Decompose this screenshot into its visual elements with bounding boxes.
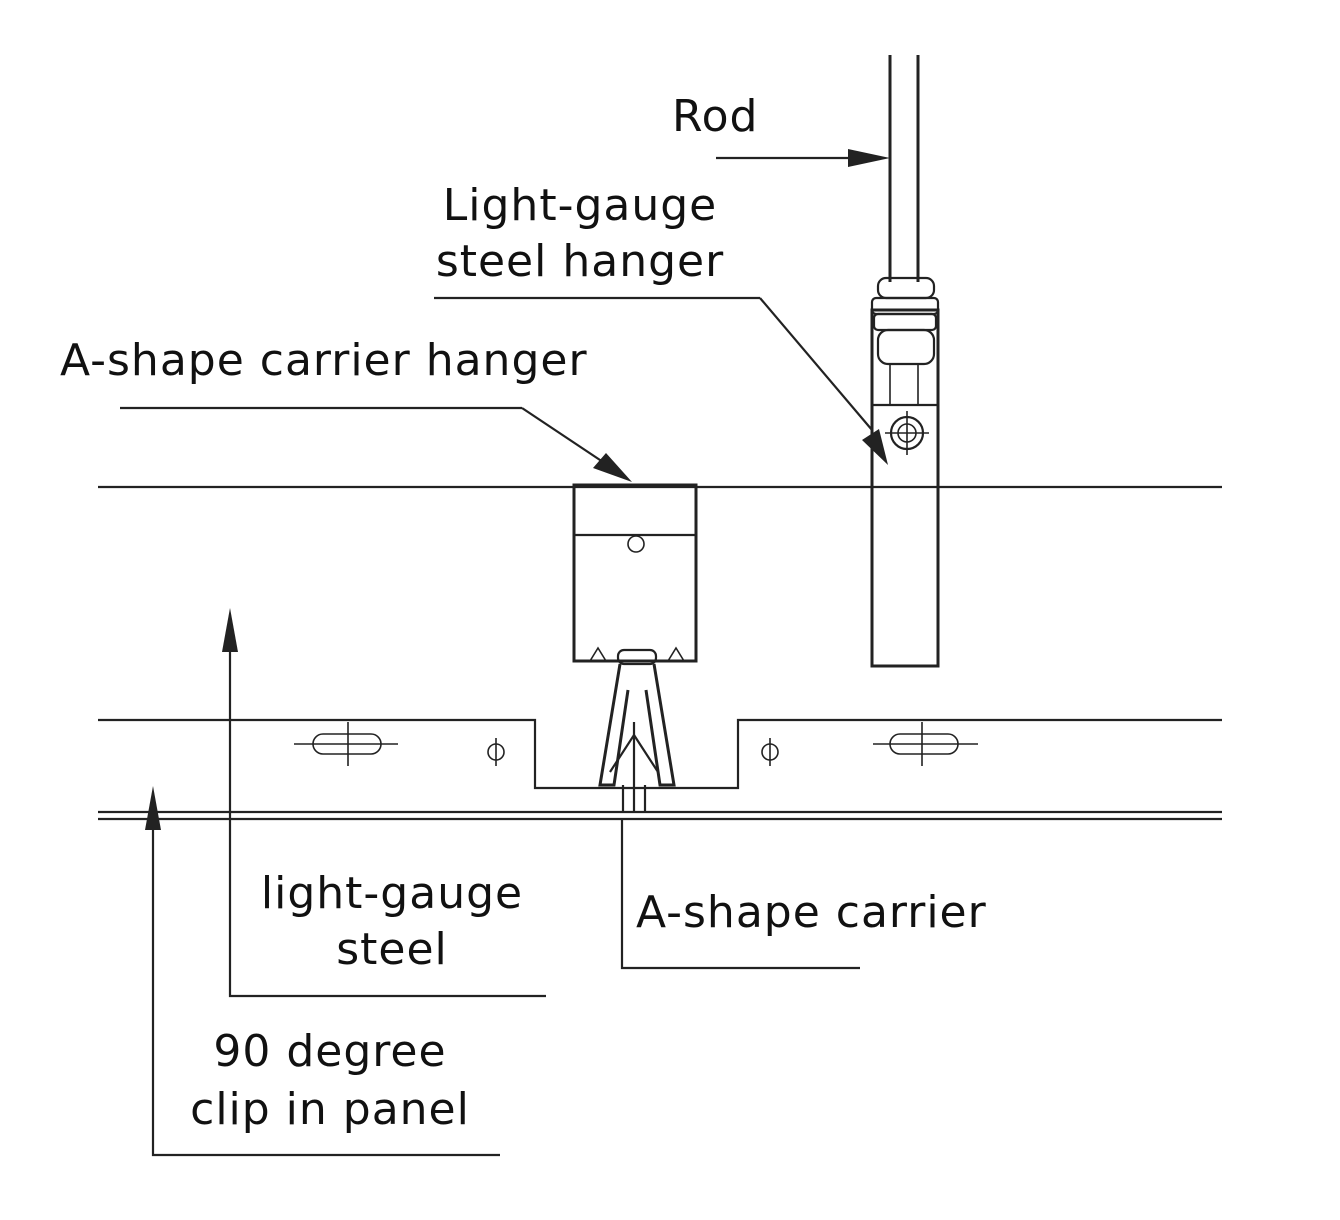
- clip-in-panel-label-line2: clip in panel: [190, 1084, 470, 1135]
- channel-slot-left: [294, 722, 398, 766]
- light-gauge-steel-hanger-label-line2: steel hanger: [435, 236, 725, 287]
- a-shape-carrier-leader: [620, 818, 860, 970]
- light-gauge-steel-channel: [98, 485, 1222, 790]
- channel-slot-right: [873, 722, 978, 766]
- light-gauge-steel-label-line2: steel: [336, 924, 448, 975]
- channel-hole-left: [487, 738, 505, 766]
- rod-leader: [716, 149, 890, 167]
- light-gauge-steel-hanger: [870, 276, 940, 668]
- light-gauge-steel-hanger-label-line1: Light-gauge: [442, 180, 718, 231]
- a-shape-carrier: [598, 648, 676, 812]
- light-gauge-steel-hanger-leader: [434, 296, 888, 465]
- light-gauge-steel-label-line1: light-gauge: [260, 868, 524, 919]
- a-shape-carrier-hanger-block: [572, 483, 698, 663]
- clip-in-panel-leader: [145, 786, 500, 1157]
- a-shape-carrier-hanger-label: A-shape carrier hanger: [60, 335, 588, 386]
- channel-hole-right: [761, 738, 779, 766]
- ceiling-panel: [98, 810, 1222, 821]
- clip-in-panel-label-line1: 90 degree: [213, 1026, 447, 1077]
- a-shape-carrier-hanger-leader: [120, 406, 632, 482]
- light-gauge-steel-leader: [222, 608, 546, 998]
- threaded-rod: [888, 55, 920, 282]
- rod-label: Rod: [672, 91, 759, 142]
- a-shape-carrier-label: A-shape carrier: [636, 887, 987, 938]
